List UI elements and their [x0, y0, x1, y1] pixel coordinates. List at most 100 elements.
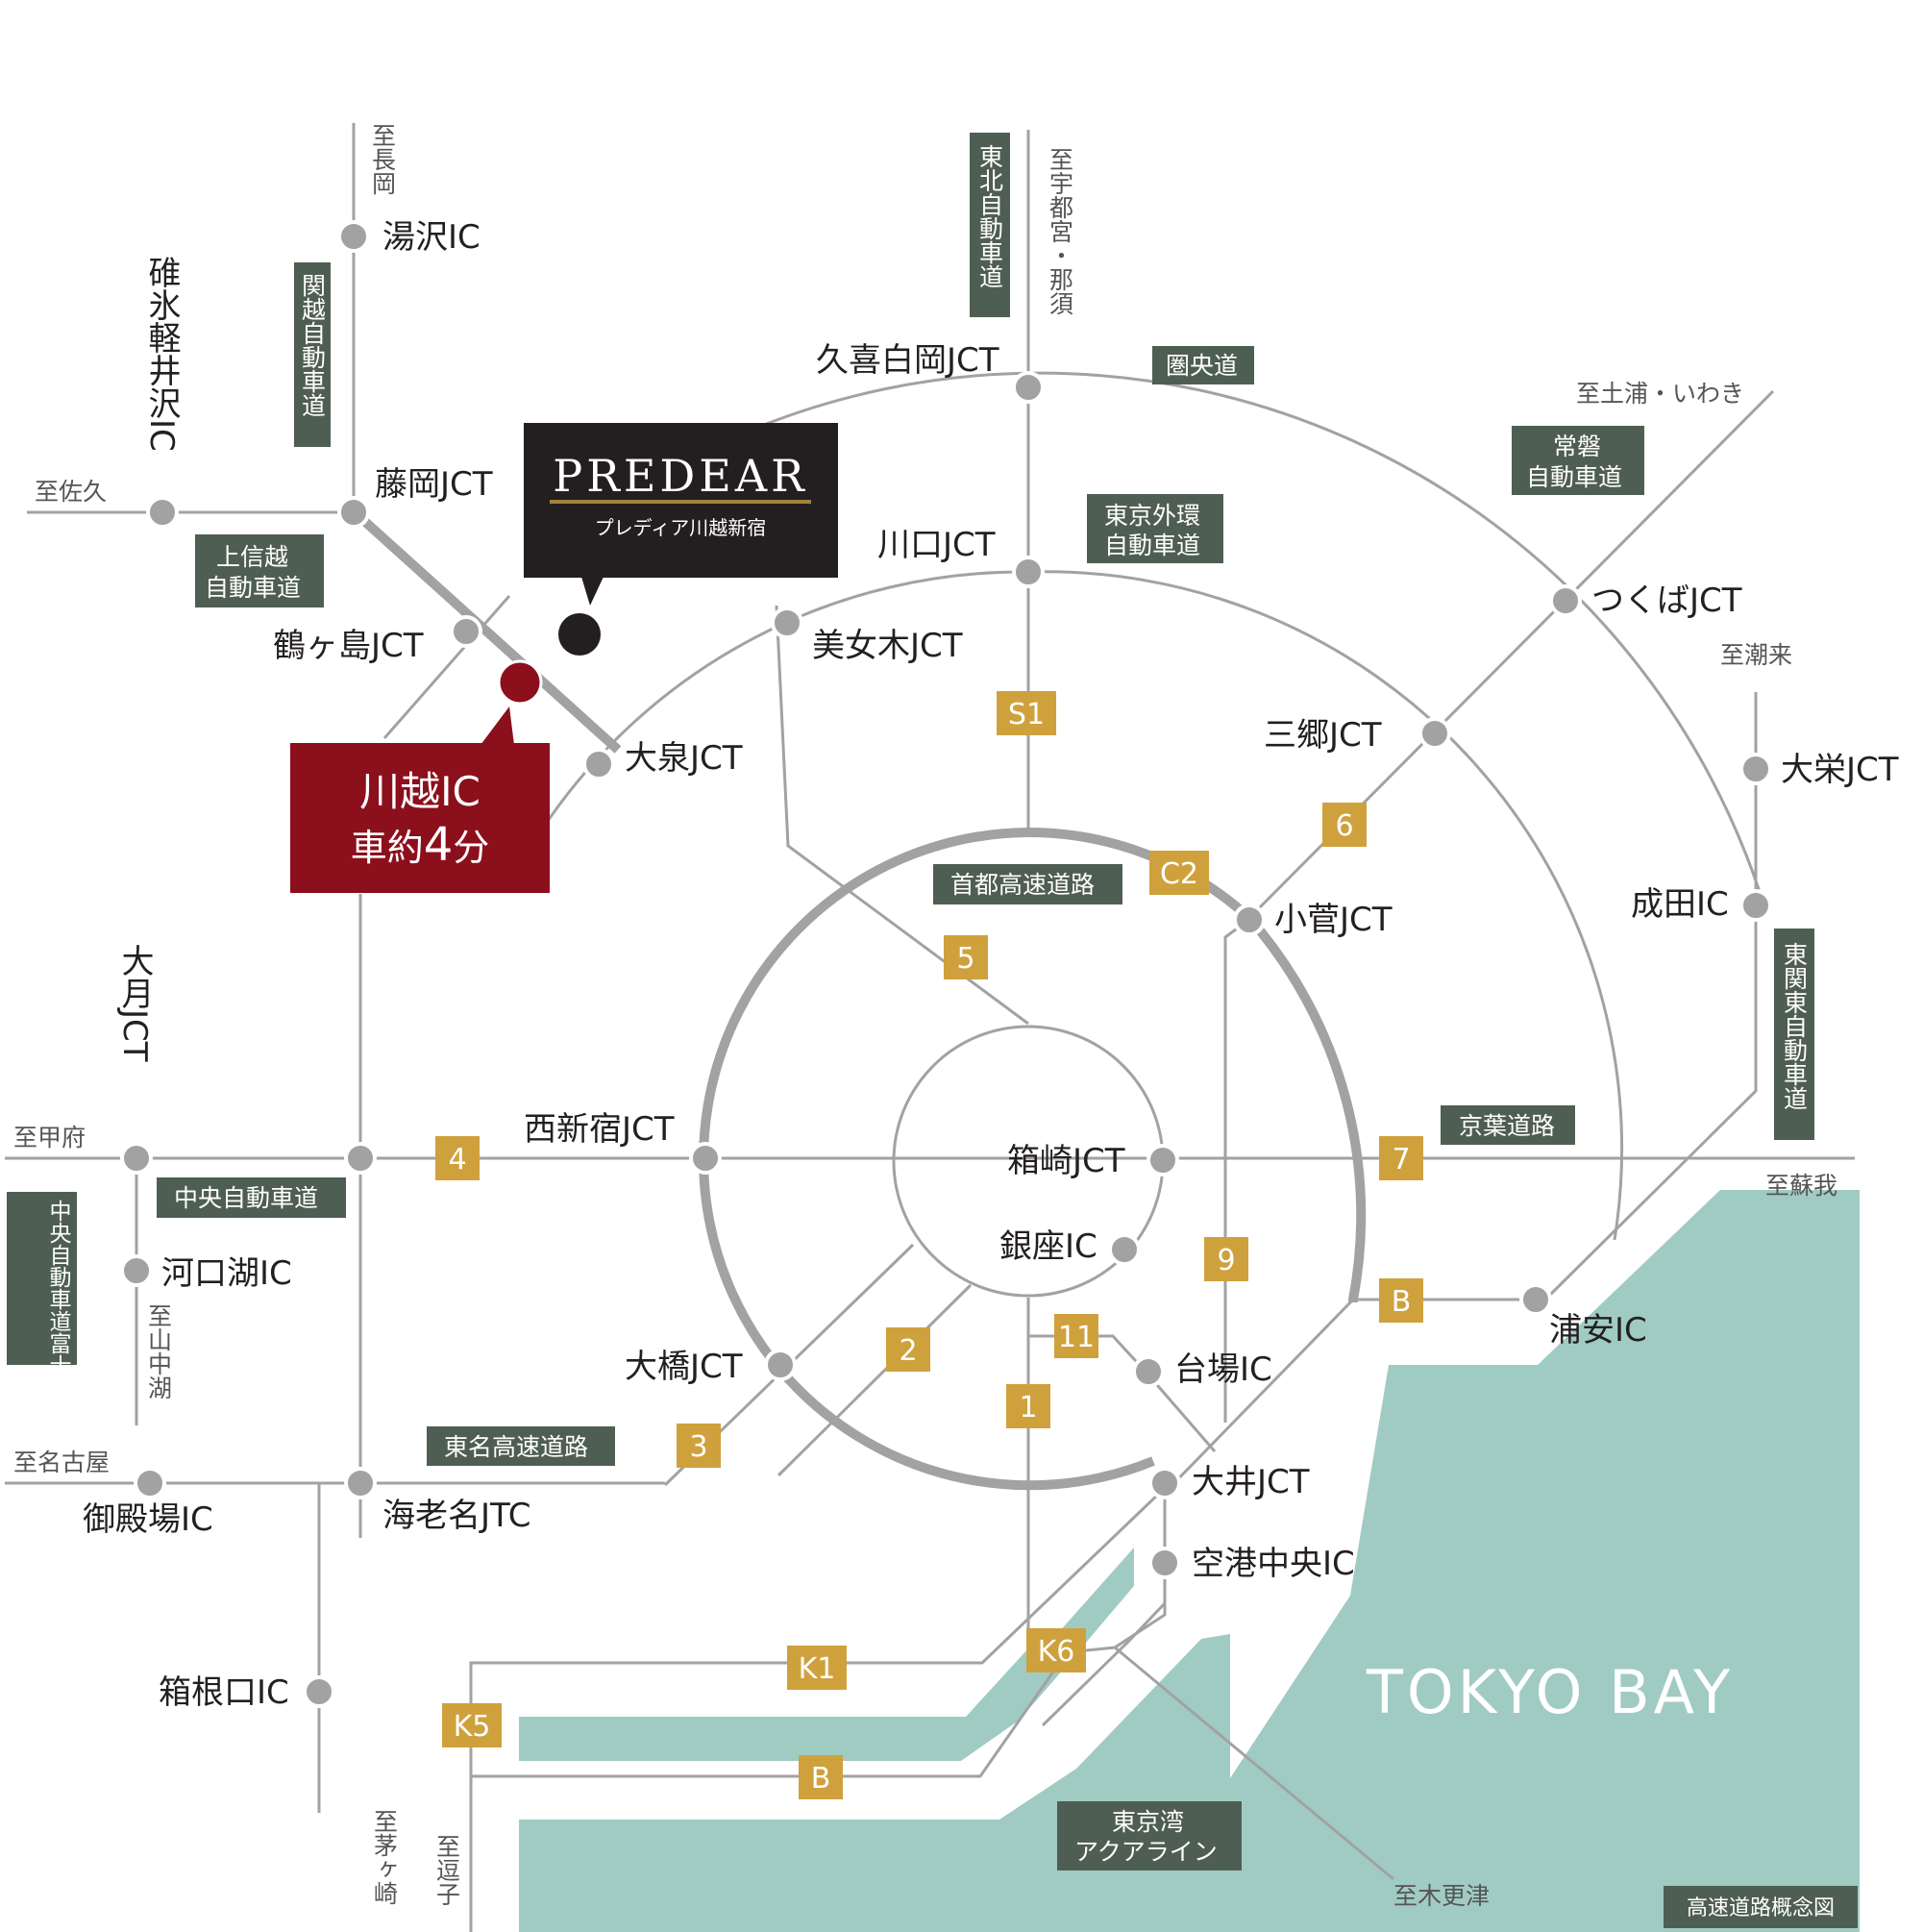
gaikan-name-2: 自動車道 — [1104, 532, 1200, 559]
tokyo-bay-water — [1230, 1190, 1860, 1932]
route-7: 7 — [1392, 1143, 1410, 1177]
kawaguchi-label: 川口JCT — [877, 526, 996, 564]
joban-box — [1512, 426, 1644, 495]
route-k1-box — [787, 1646, 847, 1690]
k1-route — [469, 1488, 1165, 1932]
kuko-label: 空港中央IC — [1192, 1545, 1355, 1583]
gotemba-node — [134, 1467, 166, 1499]
kosuge-label: 小菅JCT — [1274, 901, 1393, 939]
kuki-node — [1012, 371, 1045, 404]
dir-utsunomiya: 至宇都宮・那須 — [1047, 147, 1074, 315]
kawagoe-line2-prefix: 車約 — [351, 827, 424, 869]
kenodo-west — [382, 595, 511, 739]
ebina-label: 海老名JTC — [382, 1497, 531, 1535]
fujiyoshida-name: 中央自動車道富士吉田線 — [45, 1200, 72, 1443]
route-11: 11 — [1058, 1321, 1095, 1354]
hakozaki-label: 箱崎JCT — [1007, 1142, 1125, 1180]
ohashi-node — [764, 1349, 797, 1381]
chuo-name: 中央自動車道 — [174, 1184, 318, 1212]
kenodo-name: 圏央道 — [1166, 352, 1238, 380]
route-c2-box — [1149, 851, 1209, 895]
route-5 — [775, 605, 1029, 1026]
route-1: 1 — [1019, 1391, 1037, 1424]
nishishinjuku-label: 西新宿JCT — [524, 1110, 675, 1149]
tohoku-name: 東北自動車道 — [976, 144, 1004, 288]
daiba-node — [1132, 1355, 1165, 1388]
aqualine — [1114, 1646, 1394, 1881]
dir-kofu: 至甲府 — [13, 1124, 86, 1152]
route-k5: K5 — [454, 1710, 491, 1744]
oizumi-label: 大泉JCT — [625, 739, 743, 778]
oizumi-node — [582, 748, 615, 780]
dir-chigasaki: 至茅ヶ崎 — [371, 1809, 399, 1905]
shuto-box — [933, 864, 1122, 904]
kanetsu-name: 関越自動車道 — [299, 273, 327, 417]
shuto-c2-ring-west — [699, 828, 1155, 1491]
kawagoe-line2-suffix: 分 — [453, 827, 489, 869]
junction-nodes — [120, 220, 1772, 1708]
route-s1-box — [997, 691, 1056, 735]
aqualine-name-1: 東京湾 — [1112, 1808, 1184, 1836]
expressway-names: 関越自動車道 上信越 自動車道 東北自動車道 圏央道 常磐 自動車道 東京外環 … — [7, 133, 1814, 1870]
kawagoe-pointer — [481, 706, 514, 745]
tsukuba-label: つくばJCT — [1591, 582, 1742, 620]
predear-title: PREDEAR — [553, 450, 807, 502]
higashikanto — [1545, 692, 1758, 1300]
narita-node — [1739, 889, 1772, 922]
hakone-node — [303, 1675, 335, 1708]
narita-label: 成田IC — [1631, 885, 1729, 924]
otsuki-label: 大月JCT — [115, 944, 154, 1062]
hakone-label: 箱根口IC — [159, 1673, 289, 1712]
route-4-box — [435, 1136, 480, 1180]
gaikan-name-1: 東京外環 — [1104, 502, 1200, 530]
daiba-label: 台場IC — [1174, 1350, 1272, 1389]
route-11-box — [1054, 1314, 1098, 1358]
joshinetsu-name-2: 自動車道 — [205, 574, 301, 602]
kawagoe-callout: 川越IC 車約4分 — [290, 659, 550, 893]
kawaguchiko-node — [120, 1254, 153, 1287]
otsuki-node — [120, 1142, 153, 1175]
dir-nagoya: 至名古屋 — [13, 1449, 110, 1476]
tsurugashima-label: 鶴ヶ島JCT — [273, 627, 424, 665]
dir-itako: 至潮来 — [1720, 641, 1792, 669]
k6-route — [471, 1596, 1167, 1778]
route-k6-box — [1026, 1628, 1086, 1672]
sakae-node — [1739, 753, 1772, 785]
tsukuba-node — [1549, 584, 1582, 617]
dir-soga: 至蘇我 — [1765, 1172, 1837, 1200]
dir-kisarazu: 至木更津 — [1393, 1882, 1490, 1910]
route-1-box — [1006, 1384, 1050, 1428]
misato-label: 三郷JCT — [1264, 716, 1382, 755]
dir-saku: 至佐久 — [35, 478, 107, 506]
joban-name-1: 常磐 — [1553, 433, 1601, 460]
aqualine-box — [1057, 1801, 1242, 1870]
kuki-label: 久喜白岡JCT — [816, 341, 999, 380]
dir-yamanakako: 至山中湖 — [145, 1303, 173, 1399]
bijogi-label: 美女木JCT — [812, 627, 963, 665]
route-7-box — [1379, 1136, 1423, 1180]
fujioka-node — [337, 496, 370, 529]
sea-area — [519, 1190, 1860, 1932]
predear-callout: PREDEAR プレディア川越新宿 — [524, 423, 838, 656]
tomei-name: 東名高速道路 — [444, 1433, 588, 1461]
dir-nagaoka: 至長岡 — [369, 123, 397, 195]
aqualine-name-2: アクアライン — [1074, 1838, 1218, 1866]
kawagoe-line1: 川越IC — [359, 768, 481, 815]
kawagoe-line2: 車約4分 — [351, 818, 490, 872]
shuto-name: 首都高速道路 — [950, 871, 1095, 899]
route-numbers: S1 C2 6 5 4 7 9 B 11 1 2 3 K1 K6 K5 B — [435, 691, 1423, 1799]
chuo-box — [157, 1177, 346, 1218]
sakae-label: 大栄JCT — [1781, 751, 1899, 789]
legend-text: 高速道路概念図 — [1687, 1896, 1835, 1920]
direction-labels: 至長岡 至佐久 至宇都宮・那須 至土浦・いわき 至潮来 至蘇我 至甲府 至山中湖… — [13, 123, 1837, 1910]
usui-node — [146, 496, 179, 529]
higashikanto-name: 東関東自動車道 — [1781, 942, 1809, 1110]
route-3: 3 — [689, 1430, 707, 1464]
joshinetsu-name-1: 上信越 — [216, 543, 288, 571]
gaikan-box — [1087, 494, 1223, 563]
predear-pointer — [581, 577, 604, 606]
route-6-box — [1322, 803, 1367, 847]
ohashi-label: 大橋JCT — [625, 1348, 743, 1386]
route-b2-box — [799, 1755, 843, 1799]
